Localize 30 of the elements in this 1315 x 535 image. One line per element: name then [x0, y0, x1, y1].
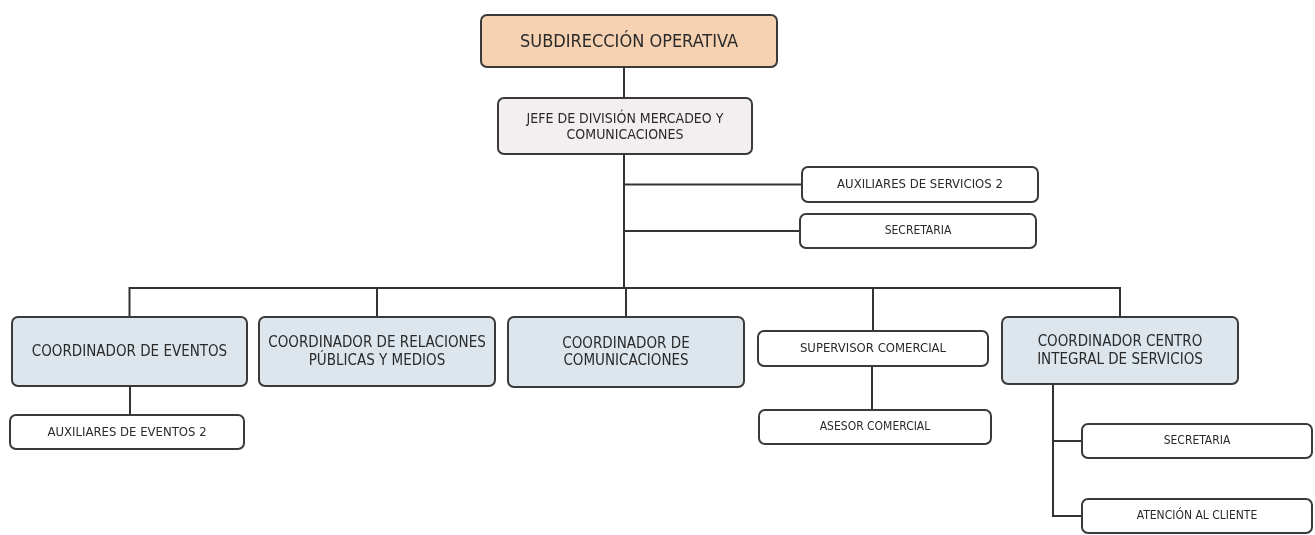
connector-line: [1052, 384, 1082, 517]
connector-line: [623, 67, 625, 98]
role-title: SECRETARIA: [1163, 434, 1231, 448]
role-title: COORDINADOR CENTRO INTEGRAL DE SERVICIOS: [1036, 333, 1204, 368]
role-title: AUXILIARES DE EVENTOS 2: [47, 424, 207, 440]
org-box: [507, 316, 745, 388]
role-title: SUBDIRECCIÓN OPERATIVA: [520, 30, 738, 52]
org-box: [258, 316, 496, 387]
role-title: ASESOR COMERCIAL: [819, 420, 931, 434]
org-box: [1001, 316, 1239, 385]
org-box: [1081, 498, 1313, 534]
role-title: AUXILIARES DE SERVICIOS 2: [837, 177, 1003, 192]
org-box: [11, 316, 248, 387]
role-title: COORDINADOR DE COMUNICACIONES: [561, 334, 691, 370]
org-box: [9, 414, 245, 450]
role-title: SECRETARIA: [884, 224, 952, 238]
org-box: [758, 409, 992, 445]
org-box: [1081, 423, 1313, 459]
org-box: [757, 330, 989, 367]
org-box: [480, 14, 778, 68]
org-box: [801, 166, 1039, 203]
connector-line: [129, 386, 131, 415]
role-title: COORDINADOR DE RELACIONES PÚBLICAS Y MEDIOS: [268, 334, 486, 369]
org-box: [497, 97, 753, 155]
connector-line: [871, 366, 873, 410]
role-title: COORDINADOR DE EVENTOS: [31, 342, 228, 361]
org-box: [799, 213, 1037, 249]
role-title: SUPERVISOR COMERCIAL: [799, 341, 947, 356]
role-title: ATENCIÓN AL CLIENTE: [1136, 509, 1258, 523]
role-title: JEFE DE DIVISIÓN MERCADEO Y COMUNICACIONES: [525, 109, 725, 143]
